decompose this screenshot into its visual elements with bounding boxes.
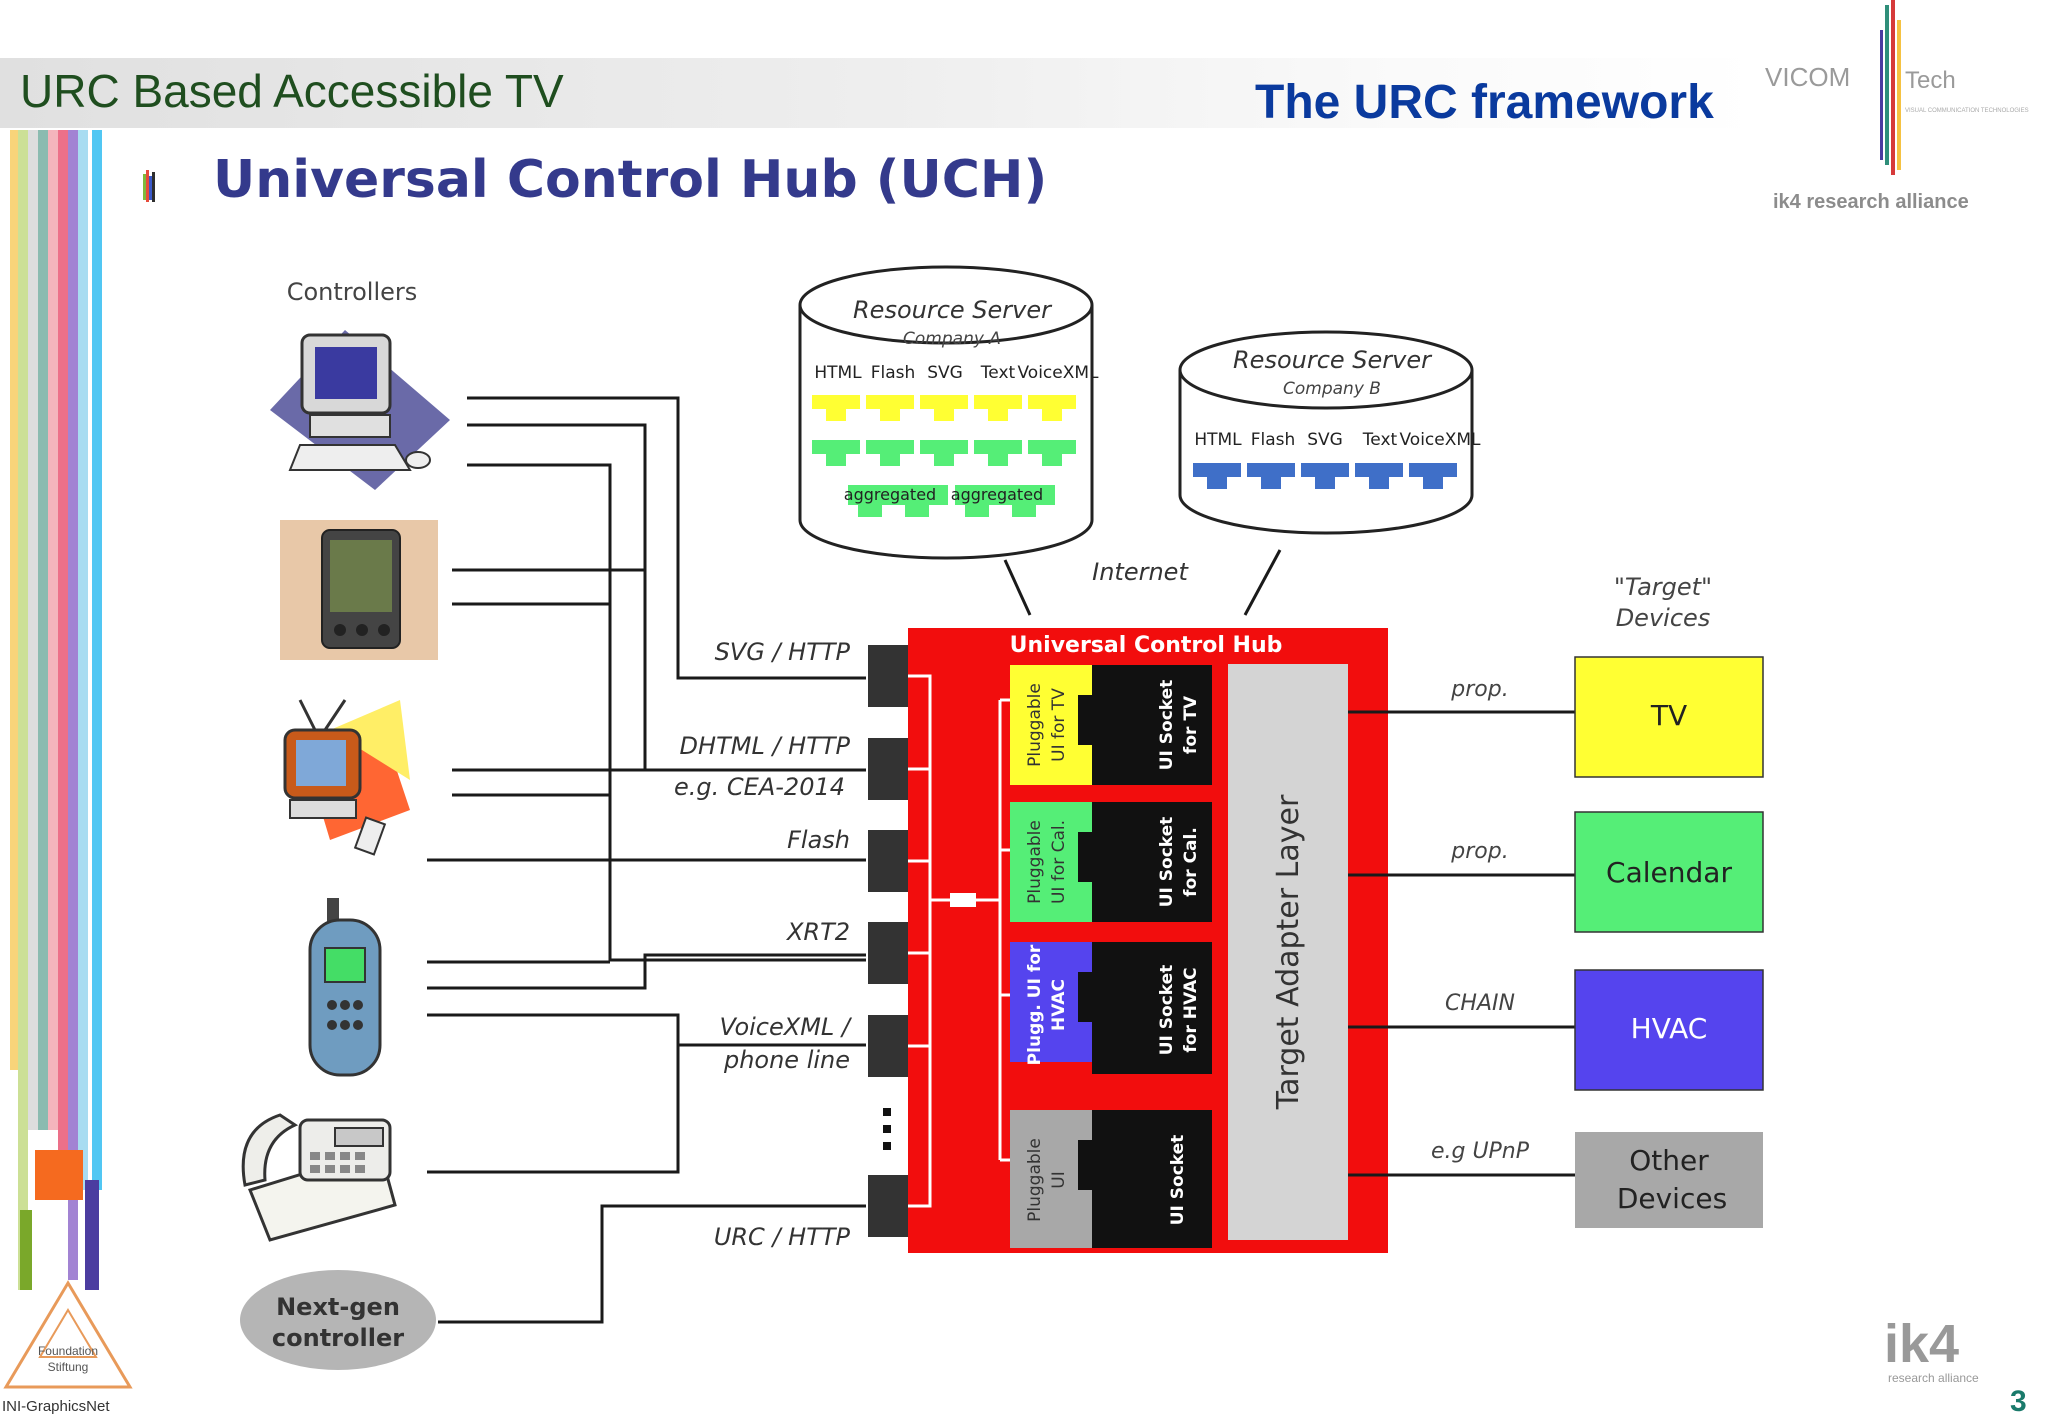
page-number: 3 [2010, 1385, 2027, 1418]
server-a-format-text: Text [980, 363, 1016, 383]
vicom-left-text: VICOM [1765, 62, 1850, 92]
target-adapter-label: Target Adapter Layer [1271, 794, 1306, 1110]
pluggable-tv-line2: UI for TV [1049, 688, 1069, 762]
socket-tv-line2: for TV [1181, 695, 1201, 754]
pluggable-cal-line2: UI for Cal. [1049, 820, 1069, 904]
server-a-company: Company A [903, 329, 1001, 349]
slide-heading: Universal Control Hub (UCH) [213, 150, 1048, 210]
bullet-icon [143, 170, 155, 202]
server-b-title: Resource Server [1233, 346, 1433, 374]
protocol-voicexml-2: phone line [723, 1046, 850, 1074]
protocol-xrt2: XRT2 [785, 918, 850, 946]
hub-title: Universal Control Hub [1010, 633, 1283, 658]
vicom-tech-logo: VICOM Tech VISUAL COMMUNICATION TECHNOLO… [1765, 0, 2029, 213]
server-a-aggregated-1: aggregated [844, 485, 936, 504]
server-b-format-svg: SVG [1307, 430, 1343, 450]
decorative-stripes [10, 130, 102, 1290]
socket-tv-line1: UI Socket [1157, 680, 1177, 771]
protocol-flash: Flash [787, 826, 850, 854]
next-gen-controller: Next-gen controller [240, 1270, 436, 1370]
next-gen-line1: Next-gen [276, 1293, 400, 1321]
controller-wires [427, 396, 866, 1324]
pluggable-ui-hvac: Plugg. UI for HVAC UI Socket for HVAC [1010, 942, 1212, 1074]
protocol-voicexml-1: VoiceXML / [719, 1013, 852, 1041]
device-other-line2: Devices [1617, 1182, 1727, 1215]
device-hvac-label: HVAC [1631, 1012, 1708, 1045]
link-label-hvac: CHAIN [1445, 991, 1515, 1016]
protocol-urc-http: URC / HTTP [714, 1223, 851, 1251]
socket-cal-line1: UI Socket [1157, 817, 1177, 908]
socket-generic-line1: UI Socket [1168, 1135, 1188, 1226]
socket-cal-line2: for Cal. [1181, 827, 1201, 897]
pluggable-hvac-line2: HVAC [1049, 979, 1069, 1031]
server-a-format-svg: SVG [927, 363, 963, 383]
vicom-sub-text: VISUAL COMMUNICATION TECHNOLOGIES [1905, 108, 2029, 114]
protocol-cea: e.g. CEA-2014 [674, 773, 845, 801]
foundation-line1: Foundation [38, 1344, 98, 1358]
link-label-tv: prop. [1450, 677, 1508, 702]
section-title: The URC framework [1255, 76, 1714, 129]
pluggable-generic-line1: Pluggable [1025, 1138, 1045, 1222]
tv-icon [283, 699, 410, 856]
next-gen-line2: controller [272, 1324, 404, 1352]
server-b-format-text: Text [1362, 430, 1398, 450]
internet-label: Internet [1092, 558, 1189, 586]
ik4-alliance-text: ik4 research alliance [1773, 191, 1969, 213]
server-b-format-html: HTML [1194, 430, 1242, 450]
pda-icon [280, 520, 438, 660]
device-wires [1348, 710, 1575, 1177]
device-other: Other Devices [1575, 1132, 1763, 1228]
controllers-title: Controllers [287, 278, 418, 306]
pluggable-ui-tv: Pluggable UI for TV UI Socket for TV [1010, 665, 1212, 785]
target-devices-title-1: "Target" [1614, 573, 1712, 601]
resource-server-b: Resource Server Company B HTML Flash SVG… [1178, 330, 1481, 535]
socket-hvac-line2: for HVAC [1181, 967, 1201, 1052]
universal-control-hub: Universal Control Hub [868, 628, 1388, 1253]
pluggable-cal-line1: Pluggable [1025, 820, 1045, 904]
mobile-phone-icon [308, 898, 382, 1077]
device-calendar: Calendar [1574, 811, 1764, 933]
server-a-format-html: HTML [814, 363, 862, 383]
server-a-aggregated-2: aggregated [951, 485, 1043, 504]
pluggable-ui-generic: Pluggable UI UI Socket [1010, 1110, 1212, 1248]
vicom-right-text: Tech [1905, 67, 1956, 94]
target-adapter-layer: Target Adapter Layer [1228, 664, 1348, 1240]
internet-links [1003, 549, 1282, 616]
device-tv-label: TV [1650, 699, 1687, 732]
pc-icon [270, 330, 450, 490]
protocol-dhtml-http: DHTML / HTTP [680, 732, 851, 760]
server-b-format-voicexml: VoiceXML [1399, 430, 1481, 450]
server-a-format-voicexml: VoiceXML [1017, 363, 1099, 383]
foundation-logo: Foundation Stiftung INI-GraphicsNet [2, 1280, 133, 1415]
server-a-title: Resource Server [853, 296, 1053, 324]
server-b-format-flash: Flash [1251, 430, 1296, 450]
foundation-name: INI-GraphicsNet [2, 1398, 110, 1415]
device-tv: TV [1574, 656, 1764, 778]
resource-server-a: Resource Server Company A HTML Flash SVG… [798, 265, 1099, 560]
pluggable-tv-line1: Pluggable [1025, 683, 1045, 767]
ik4-sub-text: research alliance [1888, 1371, 1979, 1385]
ik4-logo: ik4 research alliance [1884, 1314, 1979, 1385]
pluggable-generic-line2: UI [1049, 1171, 1069, 1188]
link-label-other: e.g UPnP [1431, 1139, 1530, 1164]
foundation-line2: Stiftung [48, 1360, 89, 1374]
server-b-company: Company B [1283, 379, 1381, 399]
pluggable-ui-calendar: Pluggable UI for Cal. UI Socket for Cal. [1010, 802, 1212, 922]
device-other-line1: Other [1629, 1144, 1709, 1177]
desk-phone-icon [241, 1113, 397, 1242]
server-a-format-flash: Flash [871, 363, 916, 383]
header-band [0, 58, 1760, 128]
target-devices-title-2: Devices [1616, 604, 1711, 632]
deck-title: URC Based Accessible TV [20, 65, 564, 117]
link-label-calendar: prop. [1450, 839, 1508, 864]
socket-hvac-line1: UI Socket [1157, 965, 1177, 1056]
protocol-svg-http: SVG / HTTP [715, 638, 851, 666]
pluggable-hvac-line1: Plugg. UI for [1025, 944, 1045, 1065]
device-hvac: HVAC [1574, 969, 1764, 1091]
ik4-mark-text: ik4 [1884, 1314, 1959, 1374]
device-calendar-label: Calendar [1606, 856, 1732, 889]
